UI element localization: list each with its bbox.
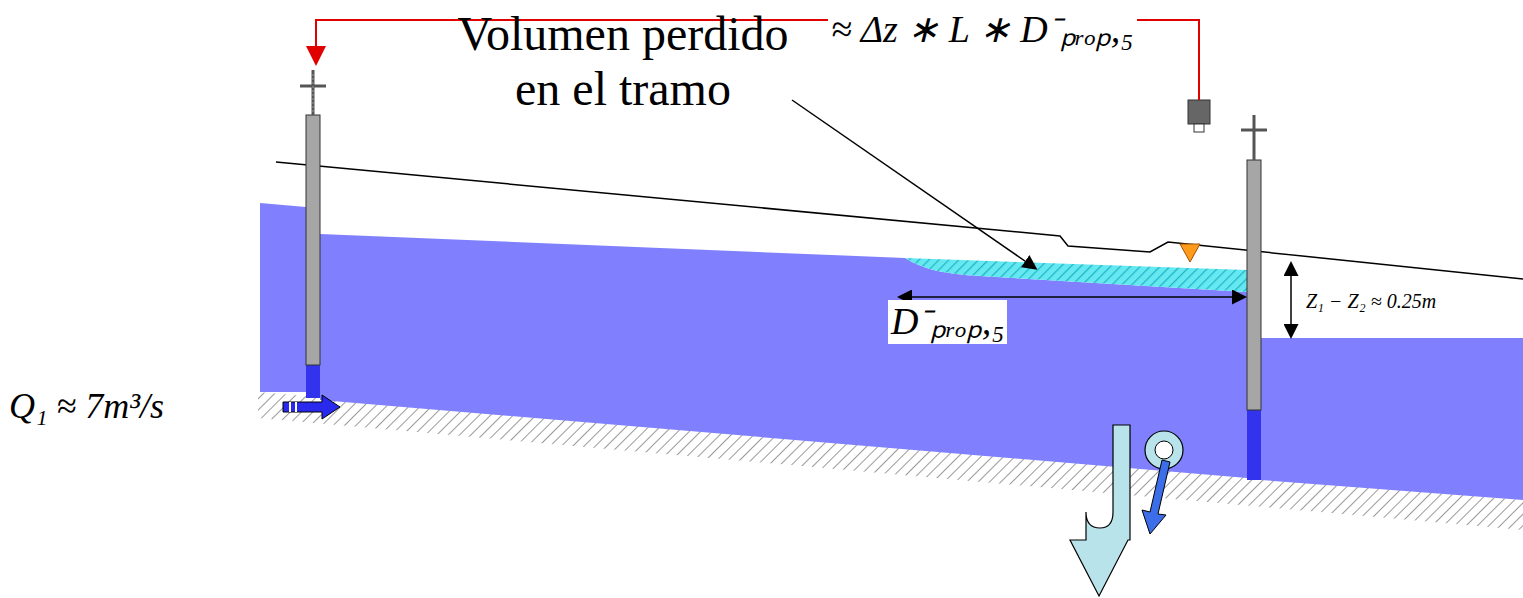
callout-text: Volumen perdido en el tramo: [430, 6, 816, 116]
sluice-gate: [300, 70, 326, 365]
gate-flow: [306, 364, 320, 398]
water-upstream: [260, 203, 306, 392]
dimension-label: D⁻ₚᵣₒₚ,₅: [888, 300, 1007, 344]
volume-formula: ≈ Δz ∗ L ∗ D⁻ₚᵣₒₚ,₅: [828, 8, 1137, 52]
dimension-arrow: [900, 296, 1244, 298]
gate-flow: [1247, 410, 1261, 480]
pump-symbol: [1142, 431, 1183, 534]
water-downstream: [1261, 338, 1523, 500]
flow-label: Q₁ ≈ 7m³/s: [6, 386, 167, 427]
level-sensor: [1194, 124, 1204, 132]
dimension-label: Z₁ − Z₂ ≈ 0.25m: [1303, 290, 1439, 313]
sluice-gate: [1241, 115, 1267, 410]
level-marker: [1180, 244, 1200, 262]
leader-line: [792, 100, 1035, 268]
dimension-arrow: [1290, 264, 1292, 336]
bank-line: [276, 162, 1523, 279]
seepage-arrow: [1070, 425, 1130, 596]
level-sensor: [1188, 100, 1210, 124]
lost-volume: [905, 258, 1247, 292]
flow-arrow: [283, 395, 340, 419]
water-reach: [320, 234, 1247, 478]
